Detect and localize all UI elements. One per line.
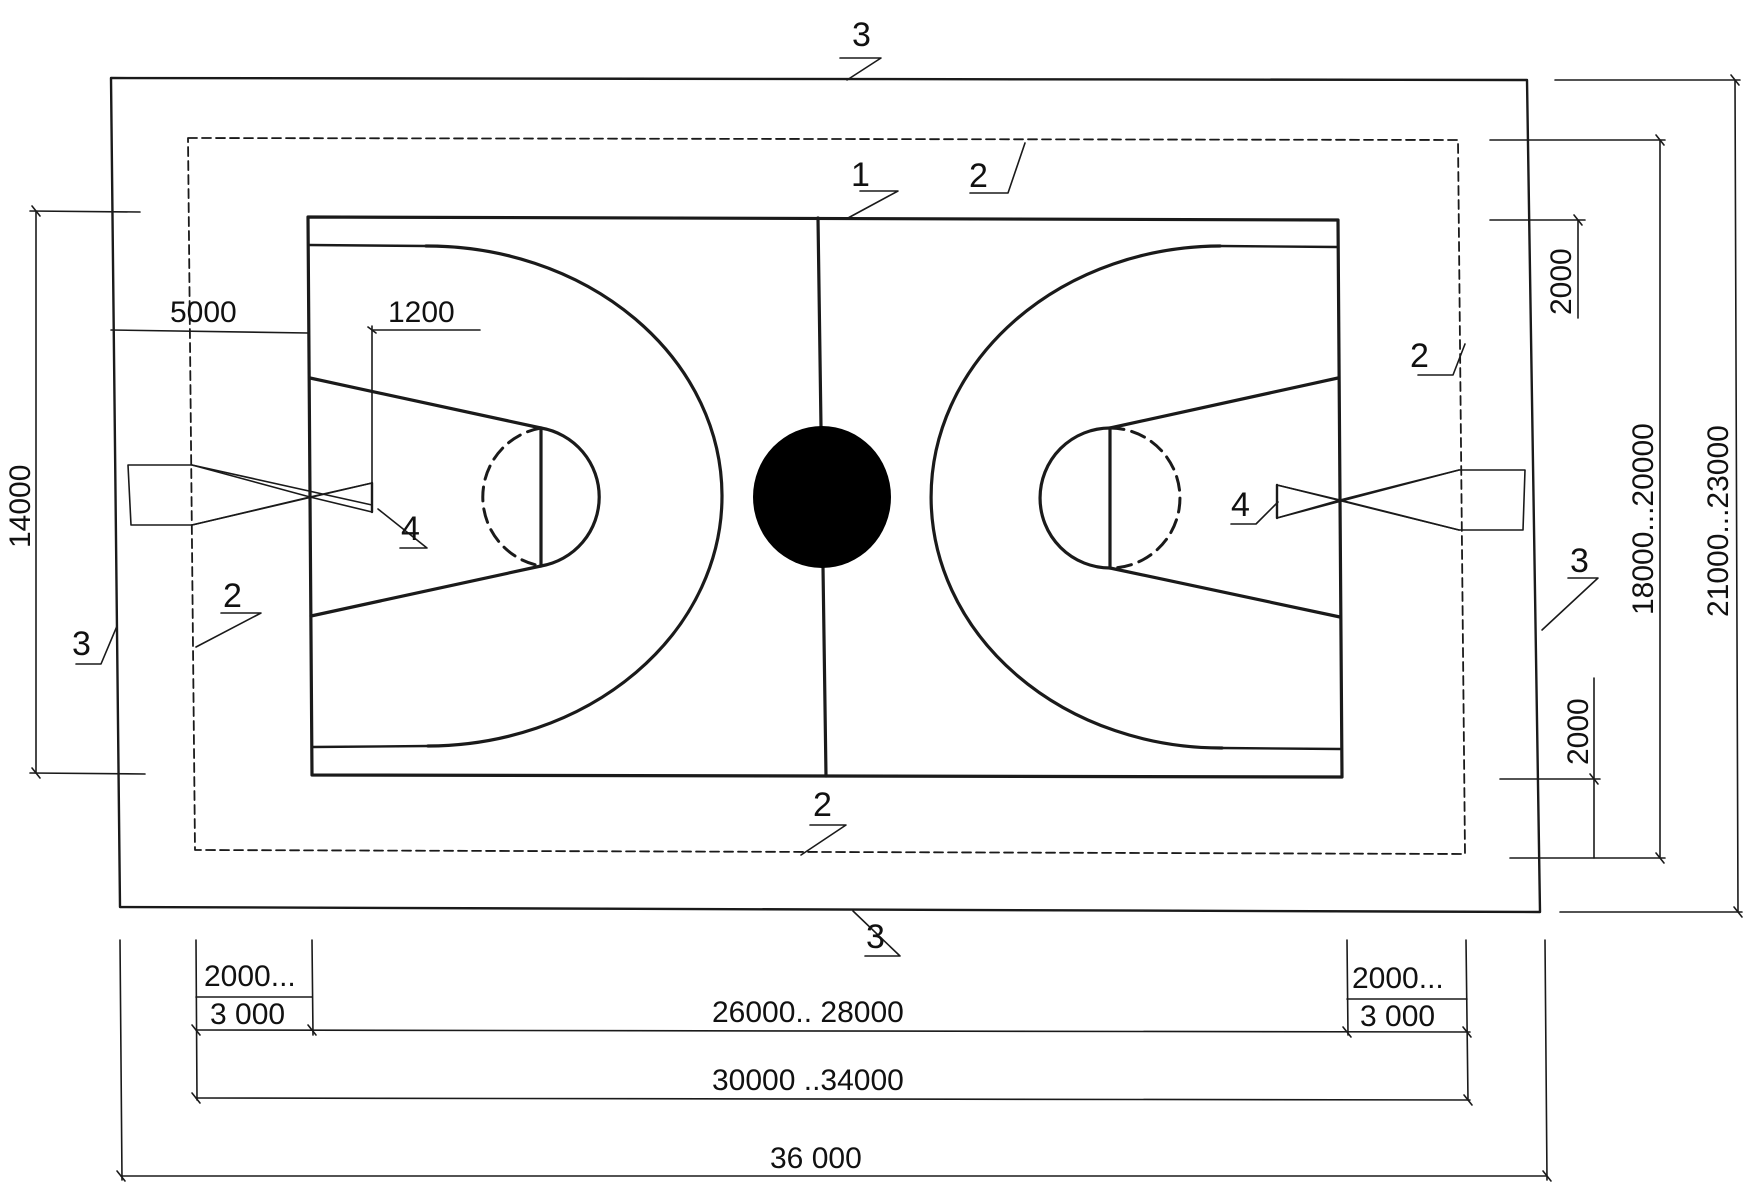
callout-3-bottom: 3: [866, 918, 885, 956]
left-key-top: [308, 376, 543, 430]
callout-2-left: 2: [223, 577, 242, 615]
dim-14000: 14000: [4, 465, 37, 548]
callout-leaders: [75, 57, 1599, 957]
right-free-throw-arc-dashed: [1108, 426, 1182, 570]
left-three-point-arc: [424, 244, 724, 748]
dim-18000-20000: 18000...20000: [1627, 423, 1660, 615]
right-backboard-zone: [1339, 469, 1526, 531]
court-outline: [306, 215, 1344, 779]
dim-21000-23000: 21000...23000: [1702, 425, 1735, 617]
dim-2000-3000-left-b: 3 000: [210, 998, 285, 1031]
left-free-throw-arc-solid: [539, 426, 601, 568]
dim-2000-3000-right-a: 2000...: [1352, 962, 1444, 995]
dim-2000-3000-left-a: 2000...: [204, 960, 296, 993]
dim-36000: 36 000: [770, 1142, 862, 1175]
callout-4-left: 4: [401, 510, 420, 548]
dim-30000-34000: 30000 ..34000: [712, 1064, 904, 1097]
callout-1: 1: [851, 156, 870, 194]
dim-5000: 5000: [170, 296, 237, 329]
right-three-point-arc: [929, 244, 1224, 750]
callout-3-left: 3: [72, 625, 91, 663]
right-key-bottom: [1108, 566, 1342, 619]
center-circle: [753, 426, 891, 568]
callout-2-bottom: 2: [813, 786, 832, 824]
dim-26000-28000: 26000.. 28000: [712, 996, 904, 1029]
callout-3-top: 3: [852, 16, 871, 54]
left-backboard-zone: [127, 464, 311, 526]
outer-boundary: [109, 76, 1542, 914]
right-half: [929, 244, 1526, 751]
callout-3-right: 3: [1570, 542, 1589, 580]
dashed-safety-zone: [187, 137, 1466, 855]
left-key-bottom: [309, 564, 543, 618]
callout-4-right: 4: [1231, 486, 1250, 524]
dim-2000-3000-right-b: 3 000: [1360, 1000, 1435, 1033]
right-key-top: [1108, 376, 1340, 430]
dim-2000-right-top: 2000: [1545, 248, 1578, 315]
dim-2000-right-bottom: 2000: [1562, 698, 1595, 765]
right-free-throw-arc-solid: [1038, 426, 1112, 570]
callout-2-top: 2: [969, 157, 988, 195]
left-half: [127, 243, 724, 749]
dimension-lines: [29, 74, 1743, 1182]
callout-2-right: 2: [1410, 337, 1429, 375]
dim-1200: 1200: [388, 296, 455, 329]
left-free-throw-arc-dashed: [481, 426, 543, 568]
